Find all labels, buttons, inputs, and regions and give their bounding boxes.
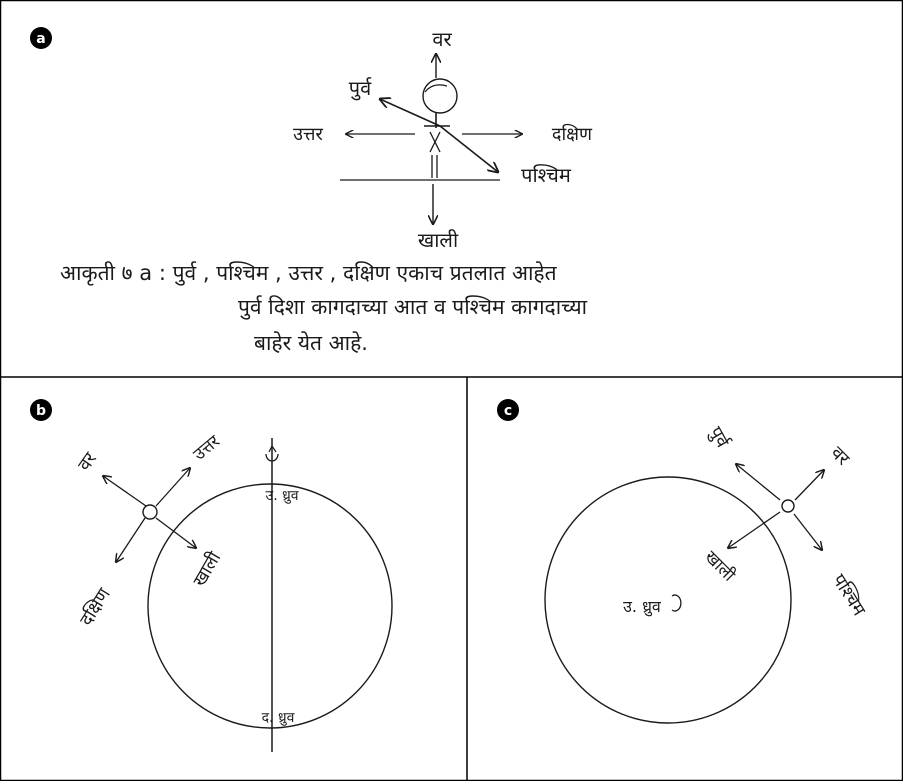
label-down-a: खाली: [418, 228, 459, 252]
caption-line-3: बाहेर येत आहे.: [254, 331, 368, 355]
arrow-down-c: [728, 511, 781, 548]
label-east-c: पुर्व: [705, 423, 735, 452]
label-up-a: वर: [432, 27, 452, 51]
rotation-icon-c: [671, 594, 682, 612]
label-west-c: पश्चिम: [828, 570, 871, 621]
arrow-up-c: [794, 470, 824, 501]
label-down-b: खाली: [188, 548, 225, 591]
arrow-east-c: [736, 464, 781, 501]
label-south-a: दक्षिण: [552, 123, 593, 145]
rotation-arrowhead-icon: [268, 445, 277, 453]
arrow-south-b: [116, 517, 146, 562]
panel-label-c-badge: [497, 399, 519, 421]
arrow-west-a: [439, 125, 498, 172]
arrow-east-a: [380, 99, 441, 127]
label-up-b: वर: [74, 448, 102, 475]
panel-label-c: c: [504, 403, 512, 419]
caption-line-2: पुर्व दिशा कागदाच्या आत व पश्चिम कागदाच्…: [238, 295, 588, 320]
earth-circle-c: [544, 476, 792, 724]
panel-b: b उ. ध्रुव द. ध्रुव वर उत्तर दक्षिण खाली: [30, 399, 393, 752]
label-south-b: दक्षिण: [75, 583, 115, 630]
north-pole-label-b: उ. ध्रुव: [266, 488, 299, 504]
label-west-a: पश्चिम: [521, 163, 572, 187]
arrow-up-b: [103, 476, 147, 507]
earth-circle-b: [147, 483, 393, 729]
observer-icon-b: [142, 504, 158, 520]
caption-line-1: आकृती ७ a : पुर्व , पश्चिम , उत्तर , दक्…: [60, 261, 558, 286]
observer-icon-c: [781, 499, 795, 513]
panel-label-a-badge: [30, 27, 52, 49]
south-pole-label-b: द. ध्रुव: [262, 710, 295, 726]
north-pole-label-c: उ. ध्रुव: [623, 597, 662, 617]
person-icon: [422, 78, 458, 178]
panel-label-a: a: [36, 31, 45, 47]
panel-label-b: b: [36, 403, 46, 419]
panel-a: a वर पुर्व पश्चिम उत्तर दक्षिण खाली: [30, 27, 593, 355]
arrow-down-b: [155, 517, 196, 548]
label-east-a: पुर्व: [349, 76, 372, 101]
panel-c: c उ. ध्रुव पुर्व वर खाली पश्चिम: [497, 399, 871, 724]
arrow-north-b: [155, 468, 190, 507]
rotation-arrow-icon: [265, 453, 279, 462]
label-north-b: उत्तर: [190, 431, 225, 465]
label-up-c: वर: [826, 443, 854, 471]
arrow-west-c: [793, 513, 822, 550]
panel-label-b-badge: [30, 399, 52, 421]
label-down-c: खाली: [700, 547, 739, 586]
label-north-a: उत्तर: [293, 124, 323, 145]
